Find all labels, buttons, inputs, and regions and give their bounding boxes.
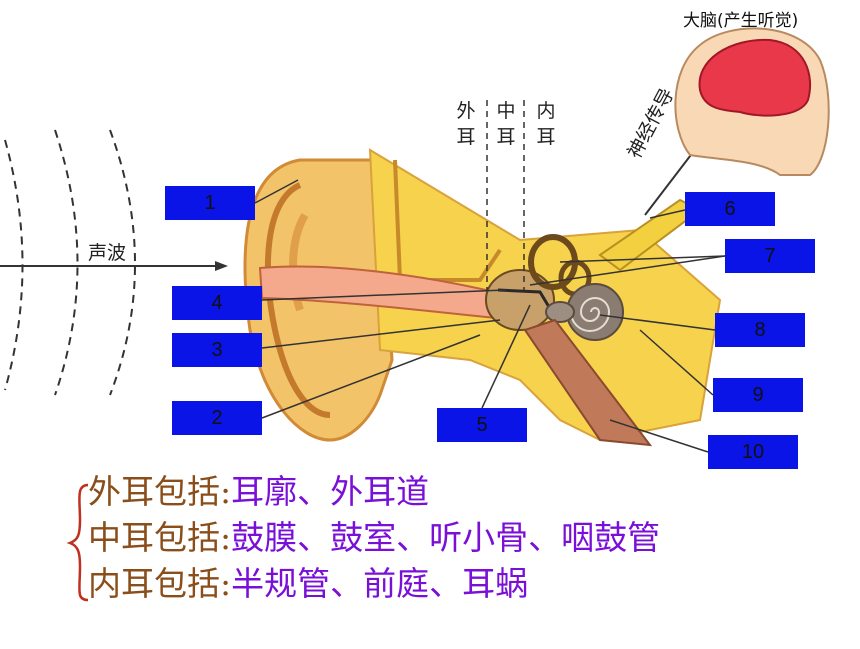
region-inner-ear: 内耳: [536, 100, 556, 148]
label-box-3: 3: [172, 333, 262, 367]
label-box-10: 10: [708, 435, 798, 469]
tympanic-cavity: [485, 269, 555, 331]
label-box-4: 4: [172, 286, 262, 320]
label-box-2: 2: [172, 401, 262, 435]
sound-wave-label: 声波: [88, 242, 127, 264]
brain-caption: 大脑(产生听觉): [683, 11, 799, 31]
summary-outer-ear: 外耳包括:耳廓、外耳道: [88, 472, 430, 511]
eustachian-tube: [523, 318, 653, 447]
summary-brace: [66, 483, 89, 602]
leader-lines: [254, 179, 726, 453]
brain: [698, 38, 812, 117]
cochlea: [566, 283, 624, 341]
label-box-5: 5: [437, 408, 527, 442]
label-box-8: 8: [715, 313, 805, 347]
region-outer-ear: 外耳: [456, 100, 476, 148]
summary-inner-ear: 内耳包括:半规管、前庭、耳蜗: [88, 564, 529, 603]
summary-middle-ear: 中耳包括:鼓膜、鼓室、听小骨、咽鼓管: [88, 518, 661, 557]
region-middle-ear: 中耳: [496, 100, 516, 148]
region-dividers: [486, 100, 525, 290]
vestibule: [545, 301, 575, 323]
label-box-1: 1: [165, 186, 255, 220]
label-box-6: 6: [685, 192, 775, 226]
label-box-9: 9: [713, 378, 803, 412]
label-box-7: 7: [725, 239, 815, 273]
ossicles: [497, 288, 554, 313]
